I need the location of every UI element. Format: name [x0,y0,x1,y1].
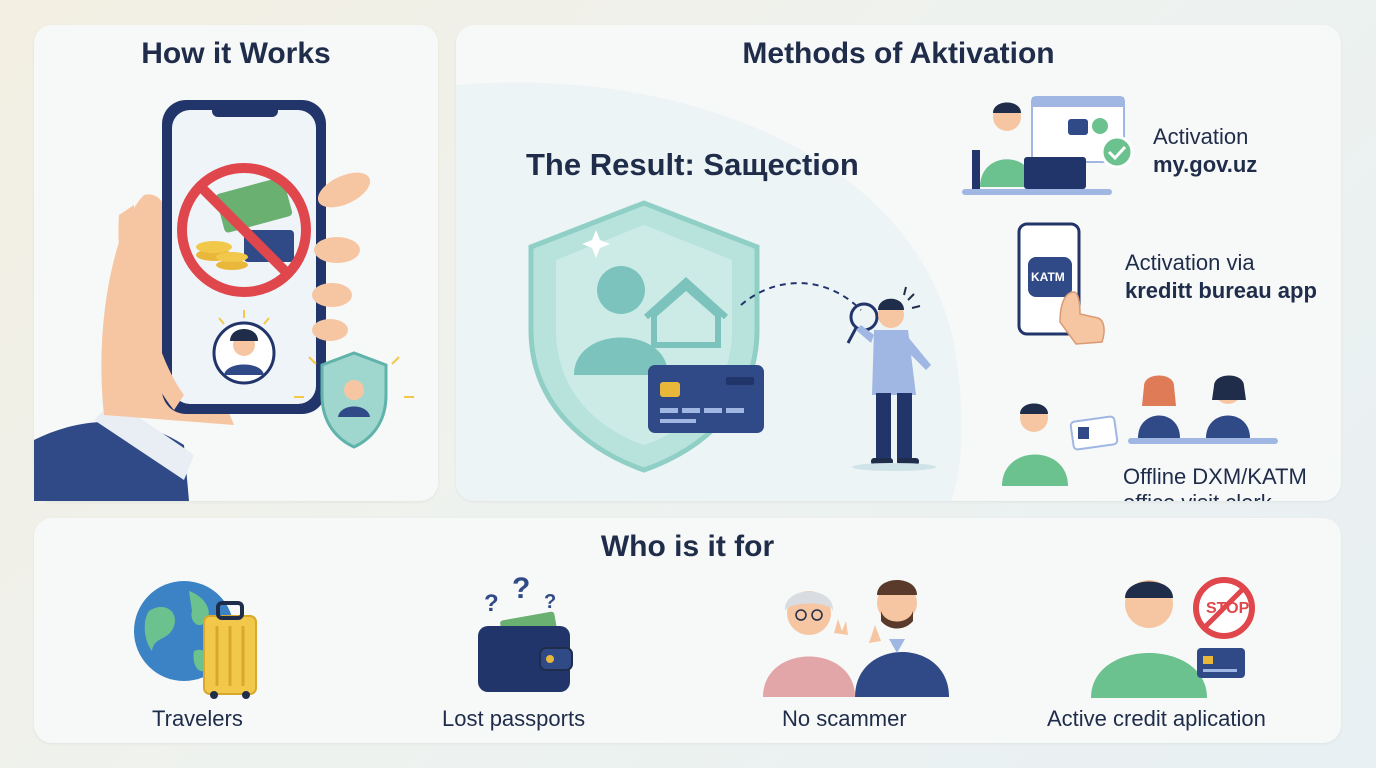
stop-credit-icon [1091,577,1255,698]
svg-text:?: ? [484,590,499,617]
result-title: The Result: Sащection [526,147,859,182]
stop-sign-text: STOP [1206,600,1250,617]
method-office-line1: Offline DXM/KATM [1123,464,1307,489]
office-clerk-icon [1002,375,1278,486]
method-office-line2: office visit clerk [1123,490,1272,501]
prohibition-icon [177,163,311,297]
hand-phone-illustration [34,100,414,501]
method-katm-app-line2: kreditt bureau app [1125,278,1317,303]
how-it-works-title: How it Works [141,37,331,70]
how-it-works-panel: How it Works [34,25,438,501]
method-govuz-line2: my.gov.uz [1153,152,1258,177]
katm-app-badge: KATM [1031,270,1065,284]
user-avatar-icon [212,310,276,385]
method-katm-app-line1: Activation via [1125,250,1255,275]
method-govuz-line1: Activation [1153,124,1249,149]
who-item-label: Travelers [152,706,243,731]
who-item-label: Active credit aplication [1047,706,1266,731]
protected-identity-illustration [528,200,936,473]
svg-text:?: ? [512,572,530,605]
wallet-question-icon: ? ? ? [478,572,573,692]
katm-phone-icon [1017,222,1105,345]
globe-suitcase-icon [134,581,257,699]
who-is-it-for-panel: Who is it for Travelers ? ? ? Lost passp… [34,518,1341,743]
laptop-gov-icon [962,96,1134,195]
methods-panel: Methods of Aktivation The Result: Sащect… [456,25,1341,501]
svg-text:?: ? [544,591,556,613]
who-item-label: No scammer [782,706,907,731]
methods-title: Methods of Aktivation [742,37,1055,70]
elderly-refusing-icon [763,580,949,697]
credit-card-icon [648,365,764,433]
shield-user-icon [294,351,414,449]
frustrated-person-icon [846,286,936,471]
who-item-label: Lost passports [442,706,586,731]
who-title: Who is it for [600,530,775,563]
